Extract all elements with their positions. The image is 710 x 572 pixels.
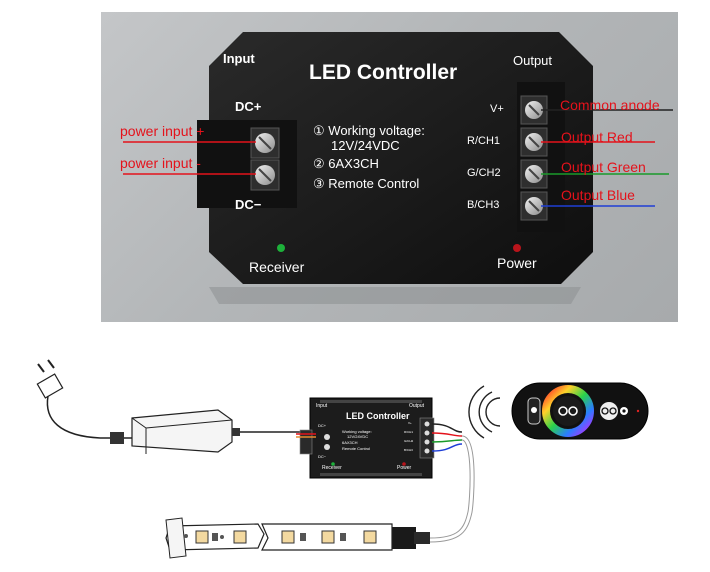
power-adapter-drawing xyxy=(100,409,300,454)
diagram-terminal-vplus: V+ xyxy=(408,421,412,425)
dc-plus-label: DC+ xyxy=(235,99,262,114)
diagram-spec-1b: 12V/24VDC xyxy=(347,434,369,439)
terminal-label-vplus: V+ xyxy=(490,103,504,115)
annotation-power-input-plus: power input + xyxy=(120,123,205,139)
spec-1: ① Working voltage: xyxy=(313,124,425,137)
wiring-diagram xyxy=(36,359,649,559)
spec-1-voltage: 12V/24VDC xyxy=(331,138,400,153)
device-title: LED Controller xyxy=(309,61,458,84)
dc-minus-label: DC− xyxy=(235,197,262,212)
diagram-output-label: Output xyxy=(409,403,425,409)
diagram-spec-1: Working voltage: xyxy=(342,429,372,434)
diagram-power-label: Power xyxy=(397,465,412,471)
output-label: Output xyxy=(513,53,553,68)
diagram-dc-minus: DC− xyxy=(318,454,327,459)
diagram-dc-plus: DC+ xyxy=(318,423,327,428)
spec-3: ③ Remote Control xyxy=(313,177,419,190)
receiver-led xyxy=(277,244,285,252)
signal-waves-icon xyxy=(468,385,501,439)
power-led xyxy=(513,244,521,252)
receiver-label: Receiver xyxy=(249,259,305,275)
controller-photo: Input Output LED Controller DC+ DC− ① Wo… xyxy=(101,12,678,322)
diagram-title: LED Controller xyxy=(346,411,410,421)
diagram-input-label: Input xyxy=(316,403,328,409)
power-label: Power xyxy=(497,255,537,271)
diagram-spec-2: 6AX3CH xyxy=(342,440,358,445)
controller-body-drawing xyxy=(123,32,673,304)
annotation-common-anode: Common anode xyxy=(560,97,660,113)
input-terminal-block xyxy=(250,127,280,191)
annotation-output-green: Output Green xyxy=(561,159,646,175)
diagram-terminal-bch3: B/CH3 xyxy=(404,448,413,452)
annotation-output-red: Output Red xyxy=(561,129,633,145)
remote-control-drawing xyxy=(511,382,649,440)
diagram-terminal-rch1: R/CH1 xyxy=(404,430,414,434)
spec-3-text: Remote Control xyxy=(328,176,420,191)
led-strip-drawing xyxy=(165,517,430,559)
terminal-label-gch2: G/CH2 xyxy=(467,167,501,179)
spec-1-number: ① xyxy=(313,123,325,138)
diagram-terminal-gch2: G/CH2 xyxy=(404,439,414,443)
controller-diagram-drawing xyxy=(299,397,435,479)
controller-housing xyxy=(209,32,593,284)
power-plug-drawing xyxy=(36,359,101,439)
diagram-receiver-label: Receiver xyxy=(322,465,342,471)
input-label: Input xyxy=(223,51,255,66)
spec-2-number: ② xyxy=(313,156,325,171)
annotation-power-input-minus: power input - xyxy=(120,155,201,171)
terminal-label-bch3: B/CH3 xyxy=(467,199,500,211)
spec-2-text: 6AX3CH xyxy=(328,156,379,171)
terminal-label-rch1: R/CH1 xyxy=(467,135,501,147)
annotation-output-blue: Output Blue xyxy=(561,187,635,203)
spec-1-text: Working voltage: xyxy=(328,123,425,138)
spec-2: ② 6AX3CH xyxy=(313,157,379,170)
diagram-spec-3: Remote Control xyxy=(342,446,371,451)
spec-3-number: ③ xyxy=(313,176,325,191)
